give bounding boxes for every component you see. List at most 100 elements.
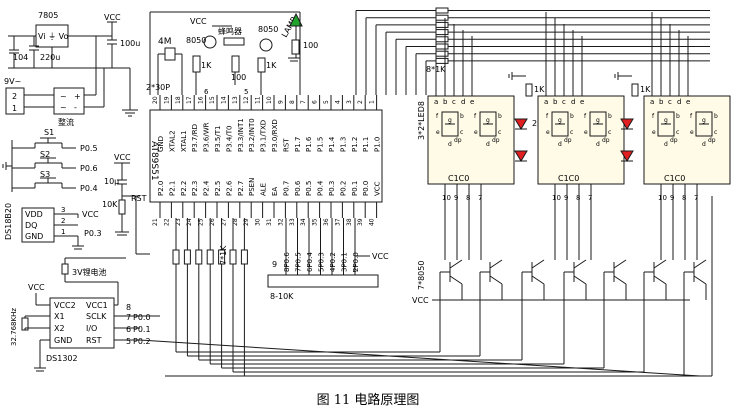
- mcu-top-pin-num: 13: [232, 96, 239, 104]
- base-resistor: [183, 249, 191, 265]
- mcu-top-pin-num: 15: [209, 96, 216, 104]
- seg-letter-e: e: [546, 129, 550, 136]
- ds1302-pin-gnd: GND: [54, 336, 72, 345]
- mcu-bottom-pin-p00: P0.0: [362, 181, 370, 196]
- mcu-top-pin-num: 6: [312, 100, 319, 104]
- mcu-top-pin-num: 16: [198, 96, 205, 104]
- display-section: 3*2*LED8 2*2*LED fbecgddpfbecgddpabcdeC1…: [417, 12, 731, 260]
- lamp-res-100-label: 100: [303, 41, 318, 50]
- seg-letter-e: e: [436, 129, 440, 136]
- reset-resistor: [118, 199, 126, 215]
- display-digit-num: 8: [576, 194, 580, 202]
- mcu-bottom-pin-num: 38: [346, 218, 353, 226]
- mcu-at89s51: AT89S51 GND20XTAL219XTAL118P3.7/RD17P3.6…: [149, 95, 383, 226]
- mcu-bottom-pin-num: 25: [198, 218, 205, 226]
- transistor-collector: [693, 259, 707, 269]
- display-pin-e: e: [686, 98, 690, 106]
- mcu-top-pin-num: 11: [255, 96, 262, 104]
- switch-s1-label: S1: [44, 128, 54, 137]
- mcu-body: [149, 109, 383, 203]
- led-res-1: [525, 83, 533, 97]
- mcu-bottom-pin-num: 26: [209, 218, 216, 226]
- mcu-bottom-pin-num: 29: [243, 218, 250, 226]
- seg-letter-dp: dp: [564, 137, 572, 144]
- mcu-top-pin-p13: P1.3: [339, 137, 347, 152]
- red-led-icon: [620, 118, 634, 130]
- switch-s3-port: P0.4: [80, 184, 98, 193]
- mcu-bottom-pin-num: 32: [277, 218, 284, 226]
- battery-label: 3V锂电池: [72, 267, 107, 277]
- seg-letter-f: f: [584, 113, 587, 120]
- driver-label: 7*8050: [417, 261, 426, 290]
- switch-s3-label: S3: [40, 170, 50, 179]
- seg-letter-c: c: [498, 129, 501, 136]
- segment-resistor: [435, 21, 449, 28]
- ds18b20-num-2: 2: [61, 217, 65, 225]
- seg-letter-f: f: [690, 113, 693, 120]
- ds1302-crystal-label: 32.768KHz: [10, 308, 18, 346]
- buzzer-res-1k: [192, 55, 201, 73]
- switches-section: S1 P0.5 S2 P0.6 S3 P0.4: [2, 128, 98, 193]
- lamp-transistor: 8050: [258, 25, 278, 34]
- seg-letter-g: g: [664, 117, 668, 124]
- led-res-2: [631, 83, 639, 97]
- mcu-bottom-pin-p22: P2.2: [180, 181, 188, 196]
- mcu-top-pin-p17: P1.7: [294, 137, 302, 152]
- buzzer-icon: [223, 37, 245, 46]
- driver-section: 7*8050 VCC: [176, 259, 707, 377]
- buzzer-label: 蜂鸣器: [218, 26, 242, 36]
- segment-resistor: [435, 7, 449, 14]
- label-n5: 5: [244, 88, 248, 96]
- display-com-label: C1C0: [558, 174, 579, 183]
- seg-letter-c: c: [460, 129, 463, 136]
- lamp-res-1k: [257, 57, 266, 73]
- rect-pin-plus: +: [74, 92, 81, 101]
- display-digit-num: 10: [658, 194, 667, 202]
- mcu-top-pin-p10: P1.0: [374, 137, 382, 152]
- segment-resistors: 8*1K: [355, 7, 710, 95]
- ds18b20-num-3: 3: [61, 206, 65, 214]
- mcu-top-pin-num: 12: [243, 96, 250, 104]
- ds1302-pin-vcc2: VCC2: [54, 301, 76, 310]
- mcu-bottom-pin-p26: P2.6: [225, 180, 233, 196]
- transistor-emitter: [489, 275, 503, 285]
- seg-letter-g: g: [448, 117, 452, 124]
- seg-letter-b: b: [460, 113, 464, 120]
- display-digit-num: 10: [442, 194, 451, 202]
- switch-s1: S1 P0.5: [12, 128, 98, 153]
- label-n6: 6: [204, 88, 209, 96]
- ds1302-port-p01: P0.1: [133, 325, 151, 334]
- seg-letter-g: g: [596, 117, 600, 124]
- mcu-top-pin-num: 5: [323, 100, 330, 104]
- mcu-bottom-pin-p25: P2.5: [214, 181, 222, 196]
- rect-pin-ac1: ~: [60, 92, 67, 101]
- lamp-section: 8050 LAMP 100 1K: [257, 12, 318, 95]
- segment-resistor: [435, 50, 449, 57]
- lamp-res-1k-label: 1K: [266, 61, 277, 70]
- transistor-emitter: [613, 275, 627, 285]
- mcu-top-pin-rst: RST: [282, 138, 290, 152]
- mcu-top-pin-xtal1: XTAL1: [180, 130, 188, 152]
- transistor-emitter: [573, 275, 587, 285]
- transistor-collector: [449, 259, 463, 269]
- transistor-collector: [573, 259, 587, 269]
- pullup-pin-label: 8P0.6: [283, 252, 291, 272]
- power-connector: [5, 87, 25, 115]
- switch-s2-label: S2: [40, 150, 50, 159]
- seg-letter-d: d: [558, 141, 562, 148]
- rect-pin-ac2: ~: [60, 103, 67, 112]
- mcu-top-pin-p12: P1.2: [351, 137, 359, 152]
- driver-vcc: VCC: [412, 296, 429, 305]
- seg-letter-e: e: [690, 129, 694, 136]
- crystal-freq: 4M: [158, 37, 172, 47]
- ds1302-port-p02: P0.2: [133, 337, 151, 346]
- seg-letter-d: d: [486, 141, 490, 148]
- seg-letter-dp: dp: [670, 137, 678, 144]
- mcu-top-pin-num: 7: [300, 100, 307, 104]
- base-res-label: 7*1K: [219, 245, 228, 265]
- transistor-collector: [531, 259, 545, 269]
- led-res-2-label: 1K: [640, 85, 651, 94]
- seven-seg-digit: [695, 111, 713, 137]
